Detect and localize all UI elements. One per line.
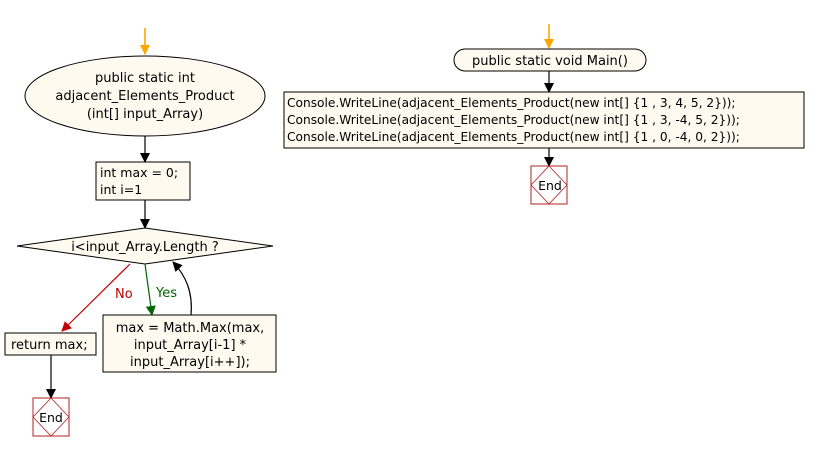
left-end-diamond bbox=[32, 397, 70, 437]
left-start-line2: adjacent_Elements_Product bbox=[55, 89, 234, 104]
init-node[interactable]: int max = 0; int i=1 bbox=[95, 161, 191, 201]
loop-body-box bbox=[102, 314, 277, 373]
left-start-line3: (int[] input_Array) bbox=[87, 107, 203, 122]
left-end-box bbox=[32, 397, 70, 437]
left-flowchart: public static int adjacent_Elements_Prod… bbox=[4, 28, 277, 437]
init-line2: int i=1 bbox=[100, 182, 142, 197]
yes-label: Yes bbox=[155, 286, 177, 301]
left-end-label: End bbox=[39, 410, 63, 425]
init-box bbox=[95, 161, 191, 201]
right-start-terminal bbox=[453, 48, 647, 72]
left-start-line1: public static int bbox=[95, 71, 195, 86]
loop-body-node[interactable]: max = Math.Max(max, input_Array[i-1] * i… bbox=[102, 314, 277, 373]
no-label: No bbox=[115, 287, 133, 302]
main-statements-box bbox=[283, 91, 805, 149]
return-text: return max; bbox=[11, 338, 88, 353]
left-end-node[interactable]: End bbox=[32, 397, 70, 437]
right-end-node[interactable]: End bbox=[530, 165, 568, 205]
right-start-node[interactable]: public static void Main() bbox=[453, 48, 647, 72]
loop-back-arrow bbox=[172, 261, 192, 316]
main-statement-1: Console.WriteLine(adjacent_Elements_Prod… bbox=[287, 96, 735, 110]
right-end-diamond bbox=[530, 165, 568, 205]
loop-body-line3: input_Array[i++]); bbox=[130, 355, 250, 370]
no-branch-arrow bbox=[61, 263, 131, 332]
right-start-label: public static void Main() bbox=[472, 54, 628, 69]
main-statements-node[interactable]: Console.WriteLine(adjacent_Elements_Prod… bbox=[283, 91, 805, 149]
left-start-node[interactable]: public static int adjacent_Elements_Prod… bbox=[24, 55, 266, 137]
yes-branch-arrow bbox=[144, 263, 156, 316]
main-statement-3: Console.WriteLine(adjacent_Elements_Prod… bbox=[287, 130, 740, 144]
decision-node[interactable]: i<input_Array.Length ? bbox=[16, 227, 274, 265]
main-statement-2: Console.WriteLine(adjacent_Elements_Prod… bbox=[287, 113, 740, 127]
loop-body-line1: max = Math.Max(max, bbox=[116, 321, 265, 336]
right-flowchart: public static void Main() Console.WriteL… bbox=[283, 24, 805, 205]
decision-label: i<input_Array.Length ? bbox=[71, 240, 219, 255]
loop-body-line2: input_Array[i-1] * bbox=[134, 338, 247, 353]
init-line1: int max = 0; bbox=[100, 165, 178, 180]
return-node[interactable]: return max; bbox=[4, 332, 97, 356]
right-end-label: End bbox=[538, 178, 562, 193]
